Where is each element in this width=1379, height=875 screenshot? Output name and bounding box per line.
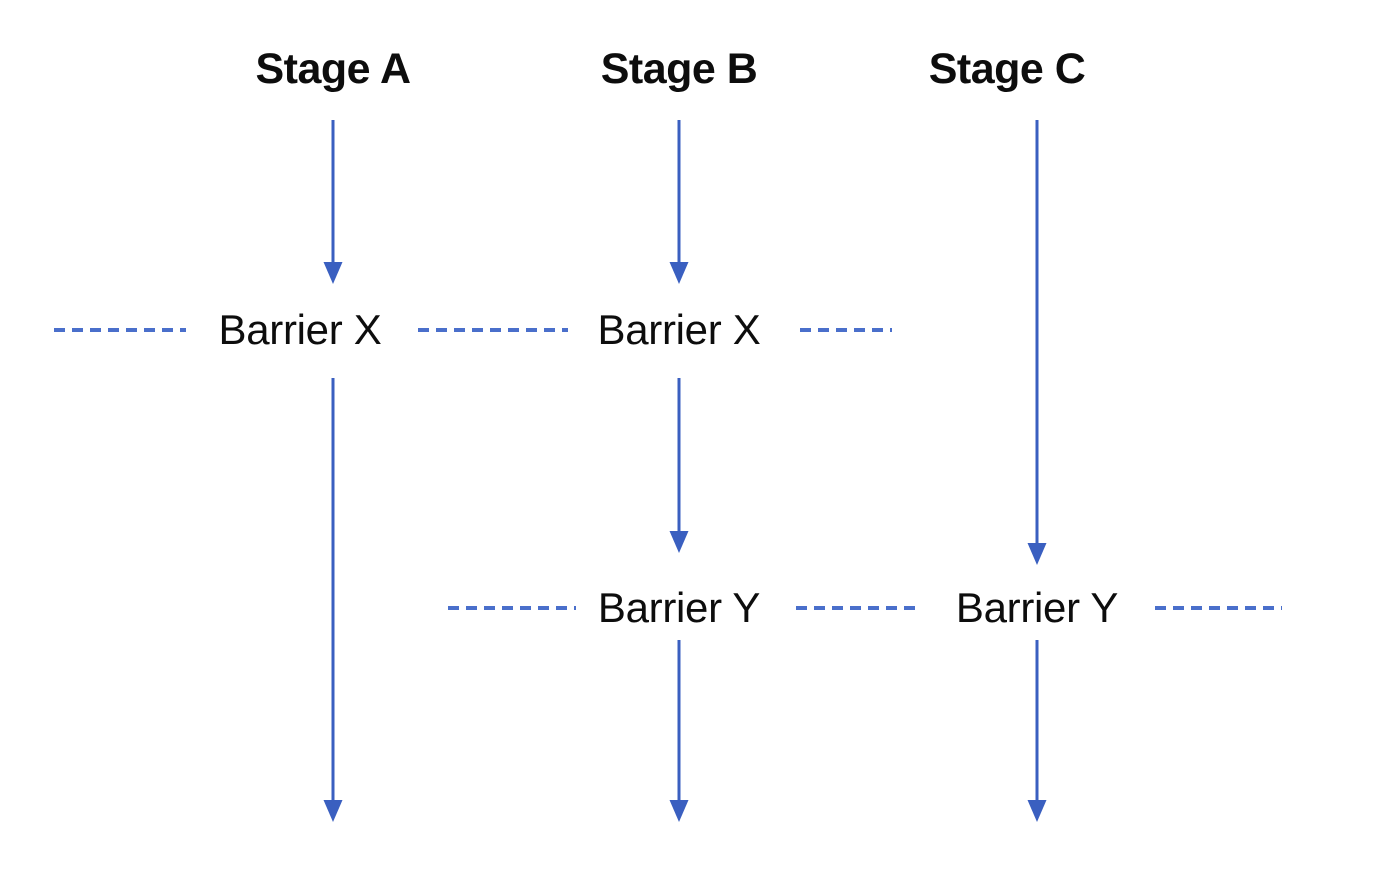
stage-heading-stage-b: Stage B	[600, 45, 758, 93]
dashed-connectors-group	[54, 328, 1282, 610]
arrow-head-icon	[323, 800, 343, 822]
arrow-stage-c-to-barrier-y	[1027, 120, 1047, 565]
barrier-node-barrier-y-c: Barrier Y	[955, 584, 1119, 631]
arrow-head-icon	[1027, 800, 1047, 822]
arrow-barrier-y-b-to-output	[669, 640, 689, 822]
stage-heading-stage-a: Stage A	[255, 45, 412, 93]
barrier-node-barrier-x-a: Barrier X	[218, 306, 382, 353]
barrier-node-barrier-y-b: Barrier Y	[597, 584, 761, 631]
stage-heading-stage-c: Stage C	[928, 45, 1086, 93]
arrow-head-icon	[669, 531, 689, 553]
barrier-node-barrier-x-b: Barrier X	[597, 306, 761, 353]
arrow-head-icon	[669, 800, 689, 822]
arrows-group	[323, 120, 1047, 822]
arrow-barrier-x-a-to-output	[323, 378, 343, 822]
arrow-head-icon	[323, 262, 343, 284]
arrow-stage-b-to-barrier-x	[669, 120, 689, 284]
arrow-stage-a-to-barrier-x	[323, 120, 343, 284]
arrow-head-icon	[669, 262, 689, 284]
arrow-barrier-y-c-to-output	[1027, 640, 1047, 822]
arrow-head-icon	[1027, 543, 1047, 565]
arrow-barrier-x-b-to-barrier-y	[669, 378, 689, 553]
